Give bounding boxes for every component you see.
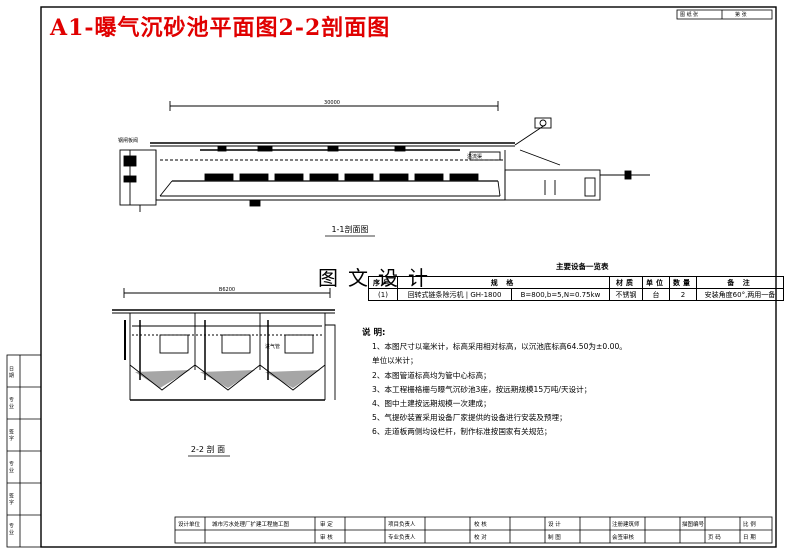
cell-material: 不锈钢 — [609, 288, 643, 301]
drawing-title: A1-曝气沉砂池平面图2-2剖面图 — [50, 15, 391, 41]
equipment-table-header: 序号 规 格 材质 单位 数量 备 注 — [368, 276, 784, 289]
note-item: 2、本图管道标高均为管中心标高； — [372, 370, 491, 380]
tb-scale: 比 例 — [743, 522, 756, 528]
side-strip-label-4: 专 业 — [8, 461, 14, 473]
equipment-table-title: 主要设备一览表 — [556, 262, 609, 271]
side-strip-label-6: 专 业 — [8, 523, 14, 535]
left-side-strip — [6, 354, 42, 548]
table-row: (1) 回转式链条除污机 | GH-1800 B=800,b=5,N=0.75k… — [368, 288, 784, 301]
side-strip-label-1: 日 期 — [8, 366, 14, 378]
section-1-1-drawing — [119, 101, 650, 212]
label-gate-valve: 钢闸板阀 — [118, 137, 138, 144]
tb-review: 审 核 — [320, 535, 333, 541]
tb-design-unit: 设计单位 — [178, 522, 201, 528]
col-header-no: 序号 — [368, 276, 398, 289]
tb-check: 校 核 — [474, 522, 487, 528]
dimension-b6200: B6200 — [219, 287, 235, 293]
notes-block: 说 明: 1、本图尺寸以毫米计，标高采用相对标高，以沉池底标高64.50为±0.… — [358, 326, 627, 440]
dimension-30000: 30000 — [324, 100, 340, 106]
cell-name: 回转式链条除污机 | GH-1800 — [397, 288, 512, 301]
tb-discipline-lead: 专业负责人 — [388, 535, 416, 541]
tb-design: 设 计 — [548, 522, 561, 528]
notes-title: 说 明: — [362, 328, 386, 338]
tb-architect: 注册建筑师 — [612, 522, 640, 528]
cell-remark: 安装角度60°,两用一备 — [696, 288, 784, 301]
note-item: 1、本图尺寸以毫米计，标高采用相对标高，以沉池底标高64.50为±0.00。 — [372, 342, 627, 352]
label-air-pipe: 进气管 — [265, 343, 280, 350]
sheet-header-right: 第 张 — [735, 12, 747, 18]
tb-drawing-no: 描图编号 — [682, 522, 705, 528]
side-strip-label-5: 签 字 — [8, 493, 14, 505]
section-2-2-sand-fill — [135, 370, 320, 388]
tb-page: 页 码 — [708, 535, 721, 541]
tb-project-name: 城市污水处理厂扩建工程施工图 — [212, 522, 290, 528]
side-strip-label-3: 签 字 — [8, 429, 14, 441]
sheet-header-box — [676, 9, 773, 20]
tb-approve: 审 定 — [320, 522, 333, 528]
tb-proofread: 校 对 — [474, 535, 487, 541]
cell-unit: 台 — [642, 288, 670, 301]
note-item: 5、气提砂装置采用设备厂家提供的设备进行安装及预埋； — [372, 413, 567, 423]
tb-countersign: 会签审核 — [612, 535, 635, 541]
cell-qty: 2 — [669, 288, 697, 301]
tb-project-lead: 项目负责人 — [388, 522, 416, 528]
col-header-unit: 单位 — [642, 276, 670, 289]
note-item: 6、走道板两侧均设栏杆，制作标准按国家有关规范； — [372, 427, 552, 437]
tb-date: 日 期 — [743, 535, 756, 541]
col-header-spec: 规 格 — [397, 276, 610, 289]
side-strip-label-2: 专 业 — [8, 397, 14, 409]
tb-draft: 制 图 — [548, 535, 561, 541]
equipment-table: 序号 规 格 材质 单位 数量 备 注 (1) 回转式链条除污机 | GH-18… — [368, 276, 784, 301]
note-item: 单位以米计； — [372, 356, 418, 366]
sheet-header-left: 图 纸 张 — [680, 12, 699, 18]
cell-no: (1) — [368, 288, 398, 301]
section-2-caption: 2-2 剖 面 — [191, 444, 225, 454]
note-item: 4、图中土建按远期规模一次建成； — [372, 399, 491, 409]
col-header-material: 材质 — [609, 276, 643, 289]
section-1-caption: 1-1剖面图 — [331, 224, 368, 234]
col-header-remark: 备 注 — [696, 276, 784, 289]
cell-spec: B=800,b=5,N=0.75kw — [510, 288, 611, 301]
title-block-grid — [174, 516, 773, 544]
label-overflow: 溢流渠 — [467, 153, 482, 160]
section-2-2-drawing — [112, 288, 336, 401]
col-header-qty: 数量 — [669, 276, 697, 289]
note-item: 3、本工程栅格栅与曝气沉砂池3座，按远期规模15万吨/天设计； — [372, 384, 592, 394]
